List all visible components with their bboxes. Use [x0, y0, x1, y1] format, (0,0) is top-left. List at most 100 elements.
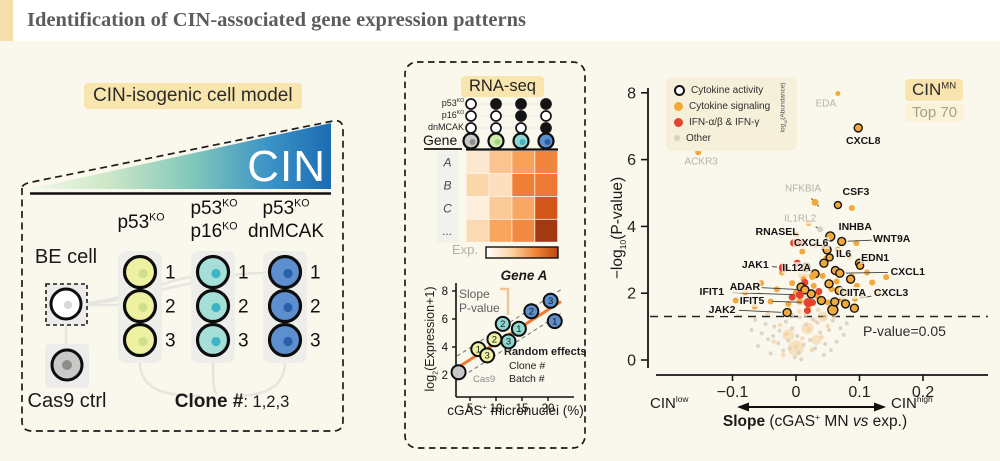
column1-header: p53KO — [117, 211, 165, 233]
heatmap-row-label: ... — [442, 224, 452, 238]
clone-number-note: Clone #: 1,2,3 — [148, 391, 316, 413]
scatter-y-tick: 6 — [442, 314, 448, 326]
heatmap-cell — [512, 151, 535, 174]
pvalue-threshold-label: P-value=0.05 — [863, 323, 946, 339]
gene-a-title: Gene A — [500, 268, 548, 283]
cin-low-label: CINlow — [650, 394, 689, 412]
clone-number: 1 — [310, 263, 321, 284]
heatmap-cell — [535, 173, 558, 196]
volcano-point — [766, 337, 771, 342]
top70-badge: Top 70 — [905, 103, 965, 122]
header-accent-bar — [0, 0, 13, 41]
heatmap-cell — [512, 173, 535, 196]
legend-label: Cytokine signaling — [689, 100, 771, 112]
arrowhead-left — [737, 402, 749, 412]
volcano-point — [801, 342, 806, 347]
volcano-point-ADAR — [800, 285, 810, 295]
matrix-row-label-p16: p16KO — [441, 110, 464, 120]
legend-marker-small-icon — [674, 135, 680, 141]
heatmap-rowlabel-strip — [437, 151, 458, 243]
clone-number: 2 — [238, 297, 249, 318]
volcano-point — [849, 303, 860, 313]
volcano-point — [848, 205, 855, 212]
column2-header-line1: p53KO — [190, 197, 238, 219]
volcano-point-IFIT1 — [795, 290, 804, 299]
volcano-point — [838, 326, 843, 331]
scatter-y-tick: 4 — [442, 342, 449, 354]
volcano-x-axis-label: Slope (cGAS+ MN vs exp.) — [722, 411, 908, 430]
matrix-dot — [490, 110, 502, 122]
volcano-point — [806, 327, 811, 332]
legend-marker-dot-icon — [674, 117, 683, 127]
heatmap-row-label: B — [443, 178, 451, 192]
volcano-point — [801, 262, 811, 272]
volcano-point — [753, 317, 758, 322]
heatmap-cell — [489, 173, 512, 196]
batch-effect-label: Batch # — [509, 373, 545, 385]
volcano-x-tick: 0 — [792, 384, 801, 401]
volcano-point — [830, 318, 835, 323]
volcano-point-IL1RL2 — [817, 226, 824, 233]
volcano-point — [817, 311, 828, 322]
heatmap-row-label: C — [443, 201, 452, 215]
volcano-point — [875, 288, 882, 295]
volcano-point — [811, 334, 822, 345]
volcano-point — [843, 289, 850, 296]
model-panel-title: CIN-isogenic cell model — [84, 83, 302, 109]
rnaseq-title: RNA-seq — [461, 76, 544, 97]
volcano-point — [793, 344, 799, 349]
volcano-point — [853, 282, 860, 289]
volcano-point — [834, 246, 841, 253]
volcano-point-CSF3 — [833, 200, 843, 210]
volcano-point — [824, 299, 831, 306]
cin-gradient-triangle — [30, 123, 331, 189]
scatter-point-mcak — [546, 313, 563, 330]
matrix-dot — [515, 98, 527, 110]
svg-text:1: 1 — [476, 344, 481, 355]
volcano-point — [758, 280, 765, 287]
volcano-point — [788, 293, 796, 301]
legend-marker-dot-icon — [674, 101, 683, 111]
figure-title: Identification of CIN-associated gene ex… — [27, 9, 526, 31]
clone-number: 3 — [310, 331, 321, 352]
volcano-point — [772, 324, 777, 329]
cin-mn-badge: CINMN — [905, 79, 964, 101]
volcano-point-IL12A — [809, 273, 817, 280]
cin-high-label: CINhigh — [891, 394, 933, 412]
volcano-point — [796, 298, 803, 305]
cas9-point-label: Cas9 — [473, 374, 496, 385]
volcano-point — [785, 300, 792, 307]
volcano-point — [841, 332, 846, 337]
heatmap-cell — [512, 219, 535, 242]
volcano-x-tick: 0.2 — [912, 384, 934, 401]
volcano-point — [784, 331, 789, 337]
volcano-point-CXCL8 — [853, 123, 863, 133]
svg-text:1: 1 — [552, 316, 557, 327]
volcano-point — [759, 331, 764, 336]
volcano-point-EDA — [835, 90, 841, 96]
leader-line — [847, 239, 872, 242]
volcano-point — [790, 312, 795, 317]
svg-text:2: 2 — [500, 319, 505, 330]
clone-number: 3 — [238, 331, 249, 352]
volcano-point — [804, 322, 809, 327]
scatter-point-p16 — [494, 315, 511, 332]
pvalue-annotation: P-value — [459, 301, 500, 315]
clone-note-rest: : 1,2,3 — [243, 393, 290, 411]
clone-number: 3 — [165, 331, 176, 352]
slope-pvalue-annotation: Slope P-value — [459, 287, 500, 315]
volcano-point — [845, 274, 856, 284]
matrix-dot — [515, 110, 527, 122]
volcano-point-JAK2 — [782, 307, 792, 318]
volcano-point — [816, 295, 827, 306]
heatmap-cell — [489, 219, 512, 242]
volcano-point — [797, 315, 802, 320]
svg-text:2: 2 — [492, 335, 497, 346]
volcano-point — [819, 258, 829, 268]
volcano-point — [805, 220, 812, 227]
volcano-point-WNT9A — [837, 236, 847, 247]
scatter-point-mcak — [523, 303, 540, 320]
